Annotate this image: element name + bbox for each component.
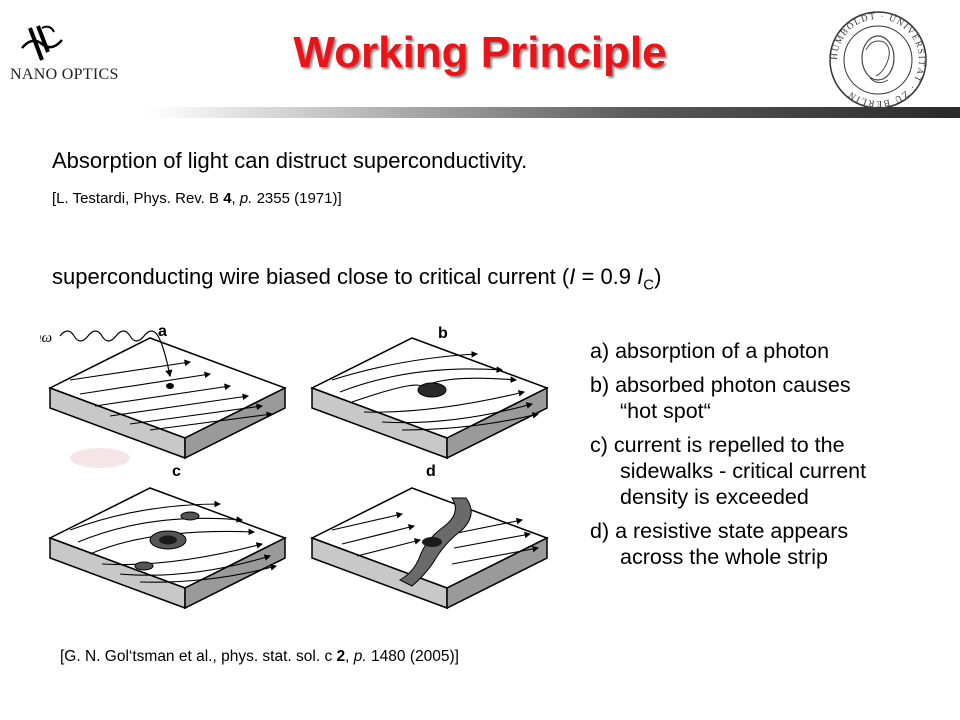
caption-c-text: c) current is repelled to the [590, 433, 845, 457]
panel-b: b [311, 325, 548, 459]
reference-goltsman: [G. N. Gol‘tsman et al., phys. stat. sol… [60, 648, 459, 665]
panel-a-label: a [158, 323, 167, 340]
caption-b: b) absorbed photon causes “hot spot“ [590, 372, 950, 424]
bias-text: superconducting wire biased close to cri… [52, 264, 570, 289]
panel-d: d [311, 463, 548, 609]
caption-b-cont: “hot spot“ [620, 399, 711, 423]
panel-d-label: d [426, 463, 436, 480]
reference-testardi: [L. Testardi, Phys. Rev. B 4, p. 2355 (1… [52, 190, 342, 207]
university-seal-icon: HUMBOLDT · UNIVERSITÄT · ZU BERLIN [829, 11, 927, 109]
caption-a: a) absorption of a photon [590, 338, 950, 364]
reference-journal: Phys. Rev. B [133, 190, 220, 207]
header-divider-bar [148, 107, 960, 118]
reference2-rest: 1480 (2005)] [371, 648, 459, 665]
current-symbol: I [569, 264, 576, 289]
page-title: Working Principle [293, 28, 667, 77]
critical-current-symbol: I [637, 264, 644, 289]
panel-a: ħω a [40, 323, 286, 459]
bias-statement: superconducting wire biased close to cri… [52, 264, 661, 293]
intro-statement: Absorption of light can distruct superco… [52, 148, 528, 173]
caption-d-cont: across the whole strip [620, 545, 828, 569]
bias-equals: = 0.9 [575, 264, 638, 289]
caption-a-text: a) absorption of a photon [590, 339, 830, 363]
caption-d: d) a resistive state appears across the … [590, 518, 950, 570]
caption-c-cont-1: sidewalks - critical current [620, 459, 867, 483]
caption-d-text: d) a resistive state appears [590, 519, 849, 543]
reference-open: [L. Testardi, [52, 190, 130, 207]
caption-b-text: b) absorbed photon causes [590, 373, 851, 397]
nano-optics-logo: NANO OPTICS [8, 22, 128, 102]
caption-c: c) current is repelled to the sidewalks … [590, 432, 950, 510]
nano-optics-emblem-icon [21, 25, 63, 61]
reference-volume: 4 [223, 190, 232, 207]
critical-subscript: C [643, 276, 655, 294]
hbar-omega-label: ħω [40, 330, 52, 346]
logo-text: NANO OPTICS [10, 66, 119, 83]
bias-close: ) [654, 264, 662, 289]
smudge-mark [70, 448, 130, 468]
reference-rest: 2355 (1971)] [256, 190, 342, 207]
panel-c-label: c [172, 463, 181, 480]
reference-page-abbrev: p. [239, 190, 253, 207]
hotspot-diagram: ħω a b c [40, 323, 548, 609]
caption-c-cont-2: density is exceeded [620, 485, 809, 509]
panel-b-label: b [438, 325, 448, 342]
reference2-page-abbrev: p. [353, 648, 367, 665]
reference2-volume: 2 [336, 648, 346, 665]
caption-list: a) absorption of a photon b) absorbed ph… [590, 338, 950, 578]
panel-c: c [49, 463, 286, 609]
reference2-open: [G. N. Gol‘tsman et al., phys. stat. sol… [60, 648, 333, 665]
